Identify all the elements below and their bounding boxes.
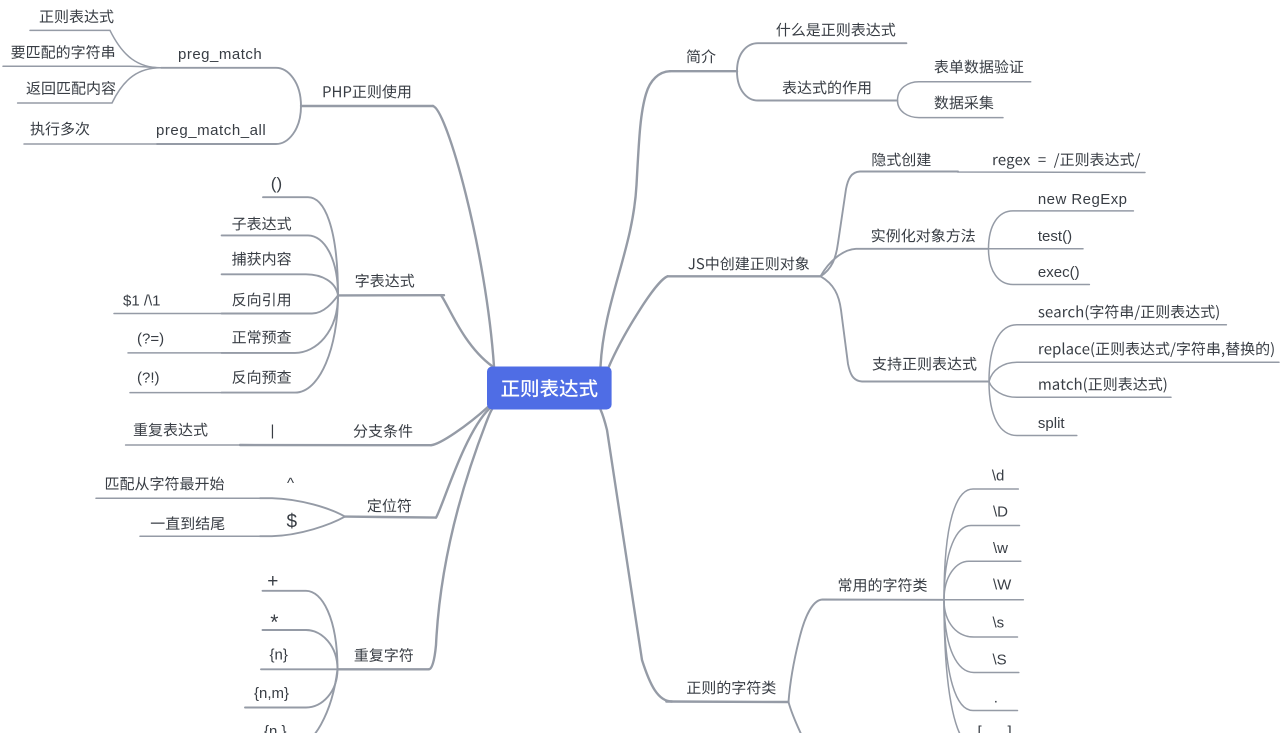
- svg-text:]: ]: [1008, 724, 1012, 733]
- svg-text:test(): test(): [1038, 228, 1072, 245]
- svg-text:(?!): (?!): [137, 370, 160, 387]
- svg-text:^: ^: [287, 475, 294, 492]
- svg-text:preg_match: preg_match: [178, 46, 262, 63]
- svg-text:(?=): (?=): [137, 331, 164, 348]
- svg-text:\D: \D: [993, 504, 1008, 521]
- svg-text:{n,}: {n,}: [264, 723, 287, 733]
- svg-text:exec(): exec(): [1038, 264, 1080, 281]
- svg-text:+: +: [267, 571, 278, 592]
- svg-text:*: *: [270, 611, 278, 634]
- svg-text:\s: \s: [993, 615, 1005, 632]
- svg-text:.: .: [994, 690, 998, 707]
- svg-text:split: split: [1038, 415, 1066, 432]
- svg-text:(): (): [271, 174, 282, 193]
- svg-text:\W: \W: [993, 577, 1012, 594]
- svg-text:[: [: [978, 724, 983, 733]
- svg-text:\d: \d: [992, 467, 1005, 484]
- svg-text:\S: \S: [993, 652, 1007, 669]
- svg-text:$: $: [287, 512, 298, 533]
- svg-text:\w: \w: [993, 540, 1008, 557]
- svg-text:$1 /\1: $1 /\1: [123, 292, 161, 309]
- svg-text:preg_match_all: preg_match_all: [156, 122, 266, 139]
- svg-text:|: |: [271, 423, 275, 440]
- svg-text:new RegExp: new RegExp: [1038, 191, 1128, 208]
- svg-text:{n}: {n}: [270, 647, 288, 664]
- svg-text:{n,m}: {n,m}: [254, 685, 289, 702]
